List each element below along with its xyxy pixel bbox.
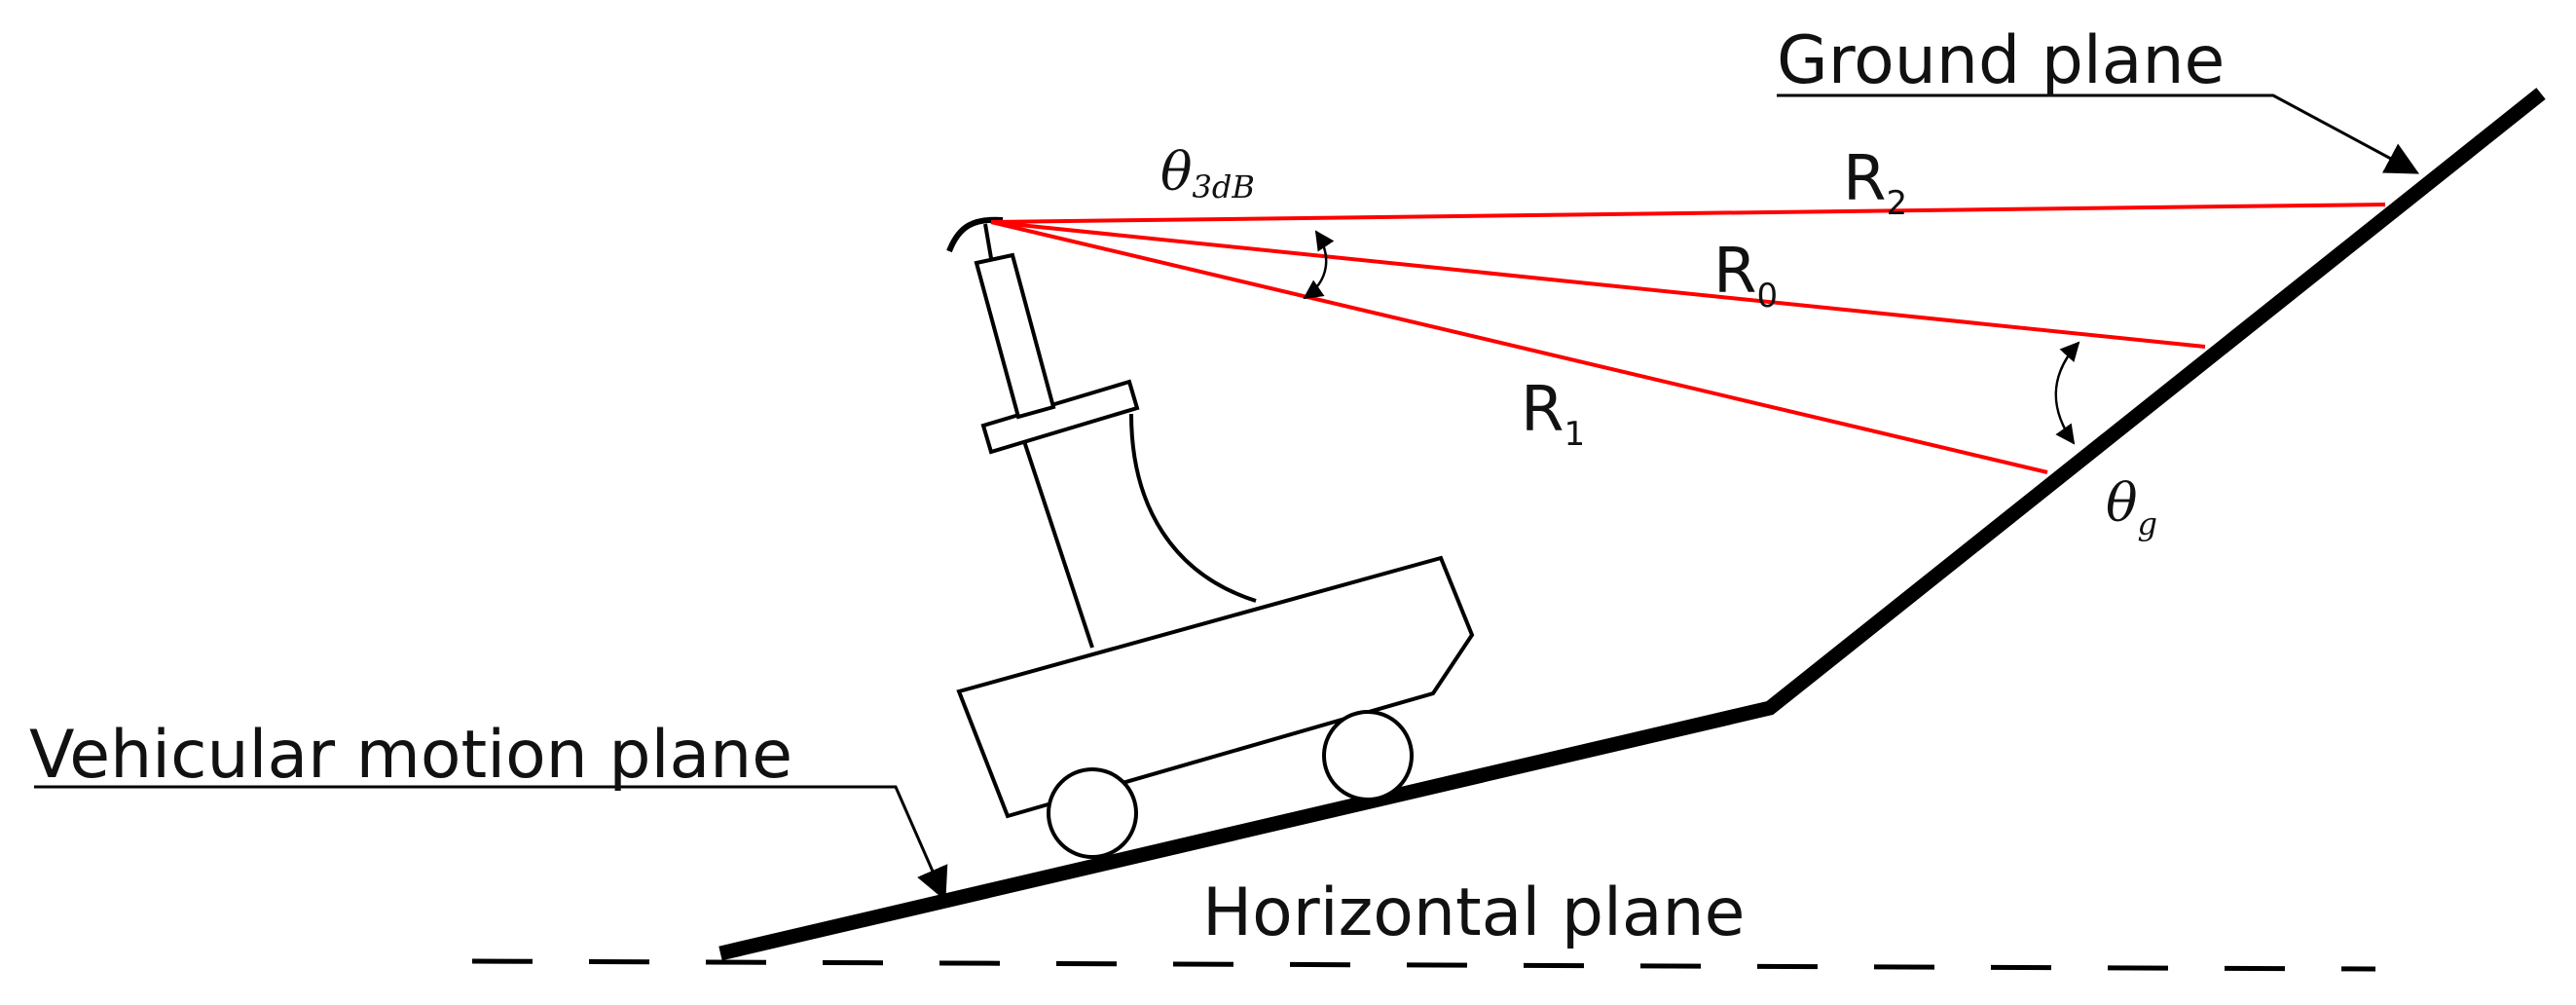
r1-subscript: 1 xyxy=(1564,415,1585,454)
horizontal-plane-label: Horizontal plane xyxy=(1202,875,1745,951)
r0-symbol: R xyxy=(1713,236,1756,308)
horizontal-plane-line xyxy=(471,958,2376,972)
grazing-angle-label: θg xyxy=(2106,472,2157,542)
mast-collar xyxy=(980,379,1140,455)
grazing-angle-symbol: θ xyxy=(2106,472,2138,534)
vehicle-body xyxy=(956,555,1475,819)
r1-symbol: R xyxy=(1521,374,1564,446)
beamwidth-angle-symbol: θ xyxy=(1160,141,1193,203)
r2-symbol: R xyxy=(1843,143,1886,215)
vehicle-front-wheel xyxy=(1322,710,1414,801)
ground-plane-leader xyxy=(1777,93,2419,174)
beam-r0 xyxy=(990,220,2206,349)
beam-r1 xyxy=(990,220,2048,474)
beamwidth-angle-label: θ3dB xyxy=(1160,141,1255,205)
r2-subscript: 2 xyxy=(1886,184,1907,223)
r1-label: R1 xyxy=(1521,374,1585,454)
radar-beams xyxy=(990,203,2386,474)
beam-r2 xyxy=(990,203,2386,224)
ground-plane-label: Ground plane xyxy=(1777,22,2225,99)
vehicle xyxy=(946,216,1475,859)
antenna-dish xyxy=(946,216,1004,253)
beamwidth-angle-arc xyxy=(1303,230,1335,300)
terrain-profile xyxy=(718,88,2546,961)
r0-subscript: 0 xyxy=(1756,277,1778,316)
vehicle-rear-wheel xyxy=(1047,767,1138,859)
r2-label: R2 xyxy=(1843,143,1907,223)
beamwidth-angle-subscript: 3dB xyxy=(1193,168,1255,205)
antenna-feed xyxy=(983,223,993,259)
vehicular-plane-leader xyxy=(34,785,948,902)
antenna-stem xyxy=(974,252,1056,420)
vehicular-motion-plane-label: Vehicular motion plane xyxy=(29,717,792,794)
grazing-angle-subscript: g xyxy=(2138,505,2157,542)
mast-left-edge xyxy=(1022,440,1094,649)
mast-brace xyxy=(1129,413,1257,603)
r0-label: R0 xyxy=(1713,236,1778,316)
grazing-angle-arc xyxy=(2054,341,2080,445)
